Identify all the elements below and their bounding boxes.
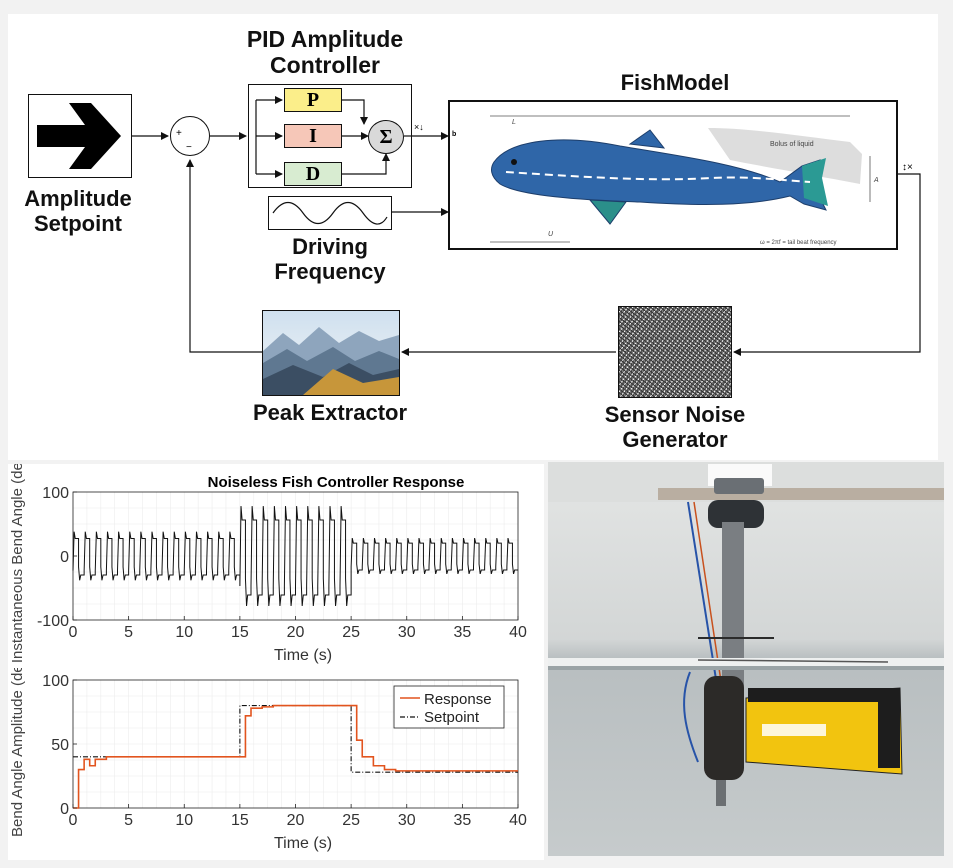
x-tick-label: 40 bbox=[509, 812, 527, 829]
charts-panel bbox=[8, 464, 544, 860]
right-arrow-icon bbox=[37, 103, 121, 169]
mountain-landscape-image bbox=[263, 311, 399, 395]
pid-title: PID Amplitude Controller bbox=[246, 26, 404, 79]
pid-sum-block[interactable]: Σ bbox=[368, 120, 404, 154]
x-tick-label: 30 bbox=[398, 624, 416, 641]
amplitude-setpoint-block[interactable] bbox=[28, 94, 132, 178]
chart2-legend: Response Setpoint bbox=[393, 685, 505, 729]
amplitude-setpoint-label: Amplitude Setpoint bbox=[24, 186, 132, 237]
x-tick-label: 40 bbox=[509, 624, 527, 641]
summer-minus-sign: − bbox=[186, 142, 192, 153]
chart1-ylabel: Instantaneous Bend Angle (deg) bbox=[9, 464, 26, 663]
x-tick-label: 5 bbox=[124, 624, 133, 641]
chart2-xlabel: Time (s) bbox=[274, 835, 332, 852]
d-gain-block[interactable]: D bbox=[284, 162, 342, 186]
fish-out-port: ↕× bbox=[902, 162, 913, 173]
fish-top-dim: L bbox=[512, 119, 516, 126]
y-tick-label: 50 bbox=[51, 737, 69, 754]
x-tick-label: 20 bbox=[287, 812, 305, 829]
legend-response: Response bbox=[424, 691, 492, 708]
sensor-noise-label: Sensor Noise Generator bbox=[604, 402, 746, 453]
sine-wave-icon bbox=[272, 201, 388, 225]
block-diagram-wiring bbox=[132, 96, 921, 356]
x-tick-label: 10 bbox=[175, 812, 193, 829]
x-tick-label: 25 bbox=[342, 624, 360, 641]
chart1-xlabel: Time (s) bbox=[274, 647, 332, 664]
x-tick-label: 25 bbox=[342, 812, 360, 829]
y-tick-label: 0 bbox=[60, 549, 69, 566]
x-tick-label: 35 bbox=[453, 812, 471, 829]
peak-extractor-label: Peak Extractor bbox=[252, 400, 408, 425]
x-tick-label: 5 bbox=[124, 812, 133, 829]
experiment-photo bbox=[548, 462, 944, 856]
p-gain-block[interactable]: P bbox=[284, 88, 342, 112]
y-tick-label: 0 bbox=[60, 801, 69, 818]
fish-in-port: b bbox=[452, 131, 456, 138]
fish-formula: ω = 2πf = tail beat frequency bbox=[760, 240, 837, 246]
bolus-label: Bolus of liquid bbox=[770, 141, 814, 148]
i-gain-block[interactable]: I bbox=[284, 124, 342, 148]
fish-model-block[interactable]: b L Bolus of liquid A U ω = 2πf = tail b… bbox=[448, 100, 898, 250]
x-tick-label: 20 bbox=[287, 624, 305, 641]
x-tick-label: 0 bbox=[69, 812, 78, 829]
pid-controller-block[interactable] bbox=[248, 84, 412, 188]
x-tick-label: 15 bbox=[231, 812, 249, 829]
chart2-ylabel: Bend Angle Amplitude (deg) bbox=[9, 668, 26, 837]
series-line bbox=[72, 506, 518, 606]
pid-out-port: ×↓ bbox=[414, 122, 424, 132]
x-tick-label: 35 bbox=[453, 624, 471, 641]
legend-setpoint: Setpoint bbox=[424, 709, 480, 726]
x-tick-label: 10 bbox=[175, 624, 193, 641]
amplitude-chart: 0 5 10 15 20 25 30 35 40 0 50 100 Response Setpoint… bbox=[9, 668, 527, 852]
instantaneous-bend-chart: Noiseless Fish Controller Response 0 5 10 1… bbox=[9, 464, 527, 664]
sensor-noise-block[interactable] bbox=[618, 306, 732, 398]
fish-side-dim: A bbox=[873, 177, 879, 184]
fish-model-title: FishModel bbox=[620, 70, 730, 95]
driving-frequency-block[interactable] bbox=[268, 196, 392, 230]
peak-extractor-block[interactable] bbox=[262, 310, 400, 396]
y-tick-label: 100 bbox=[42, 673, 69, 690]
y-tick-label: 100 bbox=[42, 485, 69, 502]
x-tick-label: 0 bbox=[69, 624, 78, 641]
summer-plus-sign: + bbox=[176, 128, 182, 139]
fish-illustration: b L Bolus of liquid A U ω = 2πf = tail b… bbox=[452, 115, 879, 246]
summing-junction[interactable] bbox=[170, 116, 210, 156]
driving-frequency-label: Driving Frequency bbox=[274, 234, 386, 285]
x-tick-label: 15 bbox=[231, 624, 249, 641]
chart1-title: Noiseless Fish Controller Response bbox=[208, 474, 465, 491]
fish-bottom-dim: U bbox=[548, 231, 554, 238]
series-line-response bbox=[73, 704, 518, 809]
y-tick-label: -100 bbox=[37, 613, 69, 630]
x-tick-label: 30 bbox=[398, 812, 416, 829]
